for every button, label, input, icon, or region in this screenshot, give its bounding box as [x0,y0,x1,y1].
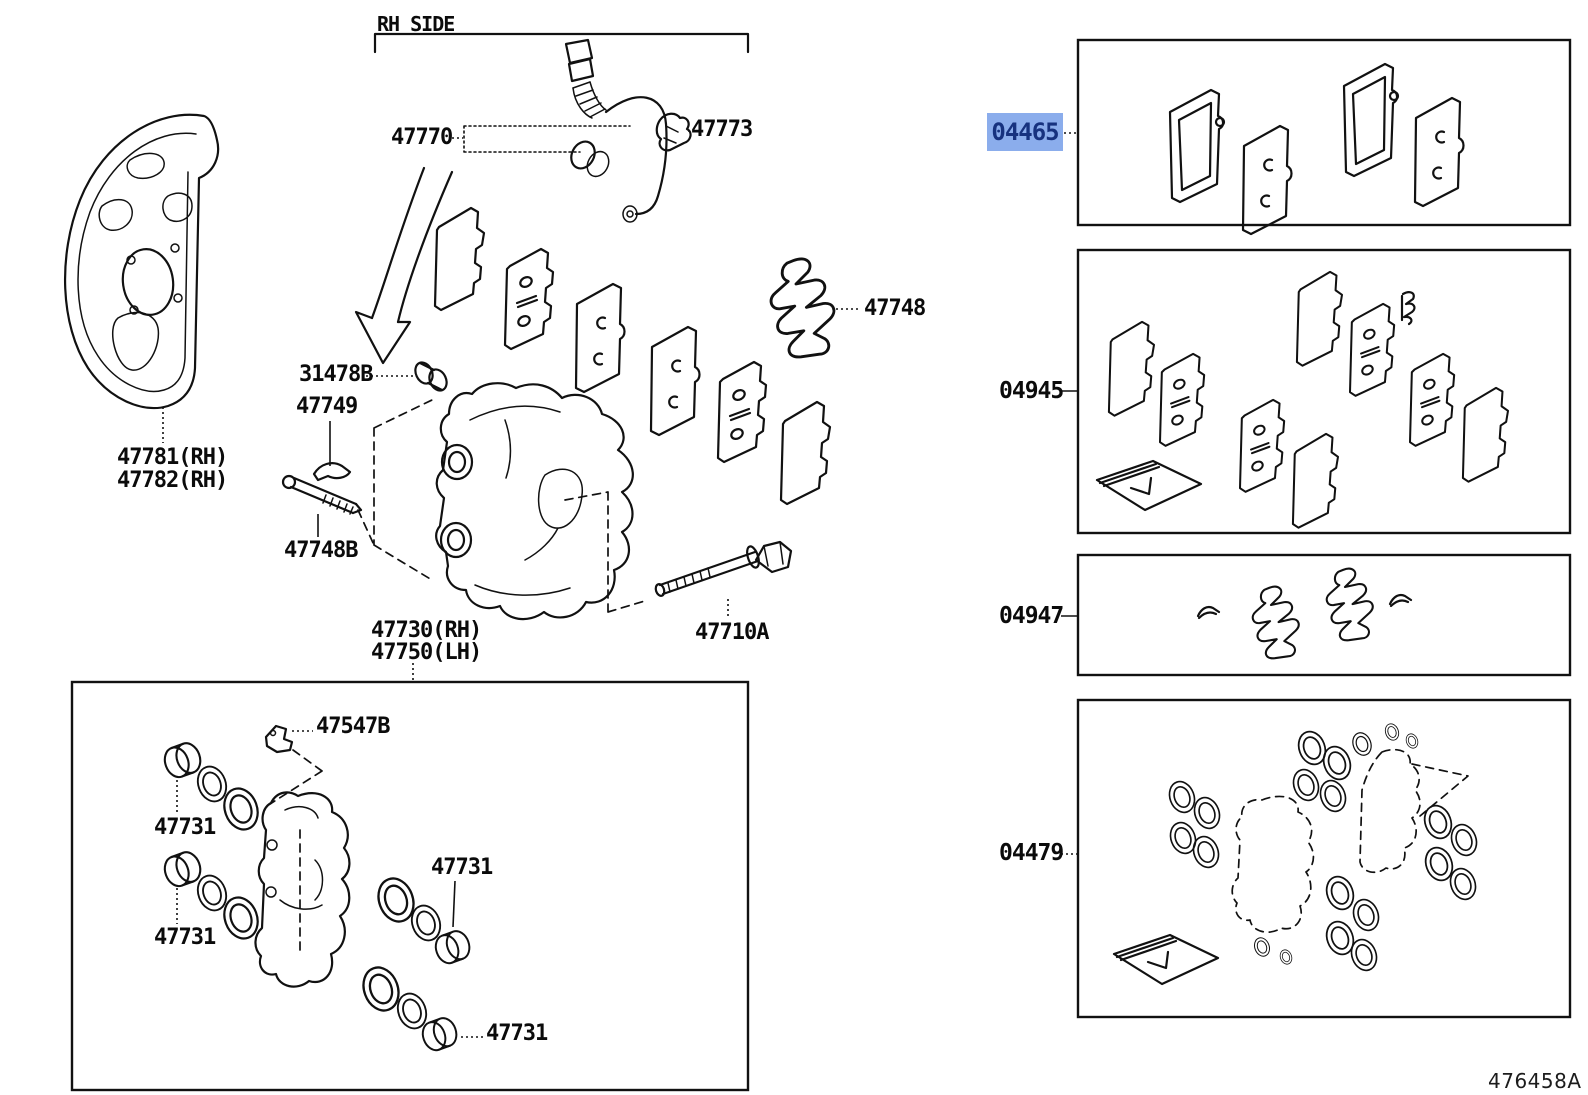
drawing-number: 476458A [1488,1069,1582,1093]
direction-arrow [354,166,454,365]
part-label-47782[interactable]: 47782(RH) [117,468,228,493]
leader-lines [162,130,1078,1038]
clip-47749 [312,462,352,482]
kit-box-04465 [1076,38,1572,236]
part-label-47547b[interactable]: 47547B [316,714,390,739]
caliper-front-view [254,791,351,988]
kit-box-04479 [1076,698,1572,1019]
part-label-47748[interactable]: 47748 [864,296,926,321]
slide-pin-47748b [281,474,363,515]
part-label-47731-3[interactable]: 47731 [431,855,493,880]
kit-label-04947[interactable]: 04947 [999,603,1064,629]
part-label-47731-1[interactable]: 47731 [154,815,216,840]
speed-sensor-47770 [463,38,668,223]
kit-box-04945 [1076,248,1572,535]
part-label-47731-4[interactable]: 47731 [486,1021,548,1046]
kit-box-04947 [1076,553,1572,677]
bushing-31478b [414,361,448,392]
kit-label-04945[interactable]: 04945 [999,378,1064,404]
part-label-47773[interactable]: 47773 [691,117,753,142]
caliper-overhaul-box [70,680,750,1092]
pad-shim-stack [433,206,832,506]
part-label-47730[interactable]: 47730(RH) [371,618,482,643]
support-spring-47748 [769,257,836,359]
rh-side-bracket [373,32,750,54]
part-label-47748b[interactable]: 47748B [284,538,358,563]
part-label-47750[interactable]: 47750(LH) [371,640,482,665]
kit-label-04465-highlighted[interactable]: 04465 [987,113,1063,151]
piston-seals-left [159,738,265,945]
bleeder-plug-47547b [264,724,323,805]
clip-47773 [655,112,692,152]
part-label-47770[interactable]: 47770 [391,125,453,150]
piston-seals-right [356,872,475,1055]
part-label-47749[interactable]: 47749 [296,394,358,419]
part-label-47781[interactable]: 47781(RH) [117,445,228,470]
part-label-31478b[interactable]: 31478B [299,362,373,387]
part-label-47731-2[interactable]: 47731 [154,925,216,950]
caliper-assembly-47730 [357,382,649,621]
kit-label-04479[interactable]: 04479 [999,840,1064,866]
rh-side-title: RH SIDE [377,12,455,36]
part-label-47710a[interactable]: 47710A [695,620,769,645]
dust-shield-47781 [63,113,220,410]
mount-bolt-47710a [654,540,793,597]
